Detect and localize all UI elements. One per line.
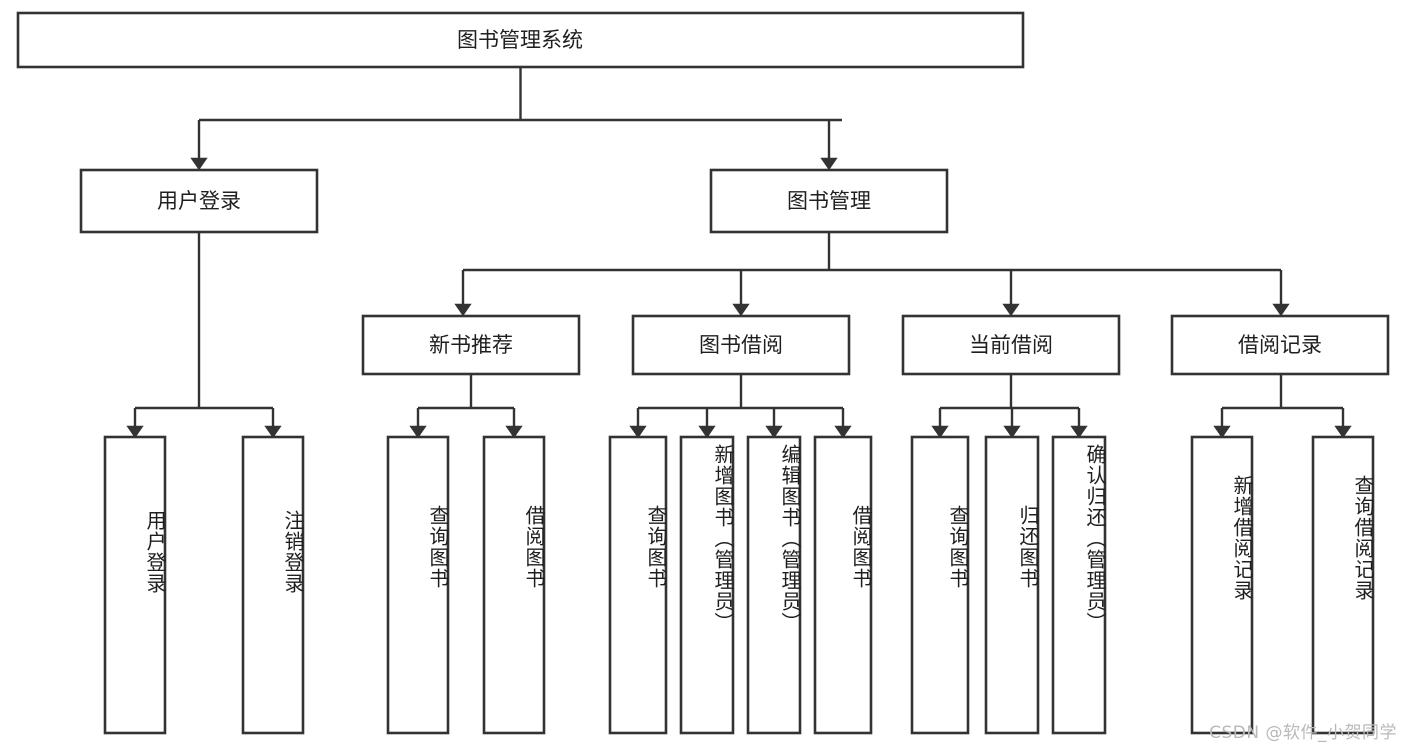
node-new-book-rec-box[interactable] bbox=[361, 314, 581, 376]
node-leaf-query-borrow-record-box[interactable] bbox=[1311, 435, 1375, 735]
node-current-borrow-label: 当前借阅 bbox=[969, 333, 1053, 357]
node-user-login-box[interactable] bbox=[79, 168, 319, 234]
node-book-manage[interactable]: 图书管理 bbox=[709, 168, 949, 234]
node-user-login-label: 用户登录 bbox=[157, 189, 241, 213]
leaf-boxes-group bbox=[103, 435, 1375, 735]
csdn-watermark: CSDN @软件_小贺同学 bbox=[1209, 723, 1397, 743]
node-leaf-confirm-return-admin-box[interactable] bbox=[1051, 435, 1107, 735]
node-new-book-rec[interactable]: 新书推荐 bbox=[361, 314, 581, 376]
node-borrow-record[interactable]: 借阅记录 bbox=[1170, 314, 1390, 376]
node-root[interactable]: 图书管理系统 bbox=[16, 11, 1025, 69]
node-leaf-query-book-1-box[interactable] bbox=[386, 435, 450, 735]
node-leaf-query-book-3-box[interactable] bbox=[910, 435, 970, 735]
edge-group-currentborrow-to-leaves bbox=[931, 374, 1088, 439]
edge-group-newbookrec-to-leaves bbox=[409, 374, 523, 439]
node-leaf-add-book-admin-box[interactable] bbox=[679, 435, 735, 735]
node-user-login[interactable]: 用户登录 bbox=[79, 168, 319, 234]
edge-group-bookmanage-to-level3 bbox=[454, 232, 1290, 317]
node-leaf-borrow-book-2-box[interactable] bbox=[813, 435, 873, 735]
node-leaf-borrow-book-1-box[interactable] bbox=[482, 435, 546, 735]
node-leaf-edit-book-admin-box[interactable] bbox=[746, 435, 802, 735]
node-leaf-logout-login-box[interactable] bbox=[241, 435, 305, 735]
edge-group-root-to-level2 bbox=[190, 67, 842, 171]
node-book-manage-label: 图书管理 bbox=[787, 189, 871, 213]
edge-group-borrowrecord-to-leaves bbox=[1213, 374, 1352, 439]
edge-group-userlogin-to-leaves bbox=[126, 232, 282, 439]
node-book-borrow-label: 图书借阅 bbox=[699, 333, 783, 357]
node-leaf-query-book-2-box[interactable] bbox=[608, 435, 668, 735]
node-book-manage-box[interactable] bbox=[709, 168, 949, 234]
node-leaf-return-book-box[interactable] bbox=[984, 435, 1040, 735]
node-root-label: 图书管理系统 bbox=[457, 28, 583, 52]
node-leaf-user-login-box[interactable] bbox=[103, 435, 167, 735]
node-new-book-rec-label: 新书推荐 bbox=[429, 333, 513, 357]
node-borrow-record-box[interactable] bbox=[1170, 314, 1390, 376]
node-current-borrow[interactable]: 当前借阅 bbox=[901, 314, 1121, 376]
node-current-borrow-box[interactable] bbox=[901, 314, 1121, 376]
node-leaf-add-borrow-record-box[interactable] bbox=[1190, 435, 1254, 735]
node-book-borrow-box[interactable] bbox=[631, 314, 851, 376]
node-root-box[interactable] bbox=[16, 11, 1025, 69]
node-borrow-record-label: 借阅记录 bbox=[1238, 333, 1322, 357]
edge-group-bookborrow-to-leaves bbox=[629, 374, 852, 439]
node-book-borrow[interactable]: 图书借阅 bbox=[631, 314, 851, 376]
